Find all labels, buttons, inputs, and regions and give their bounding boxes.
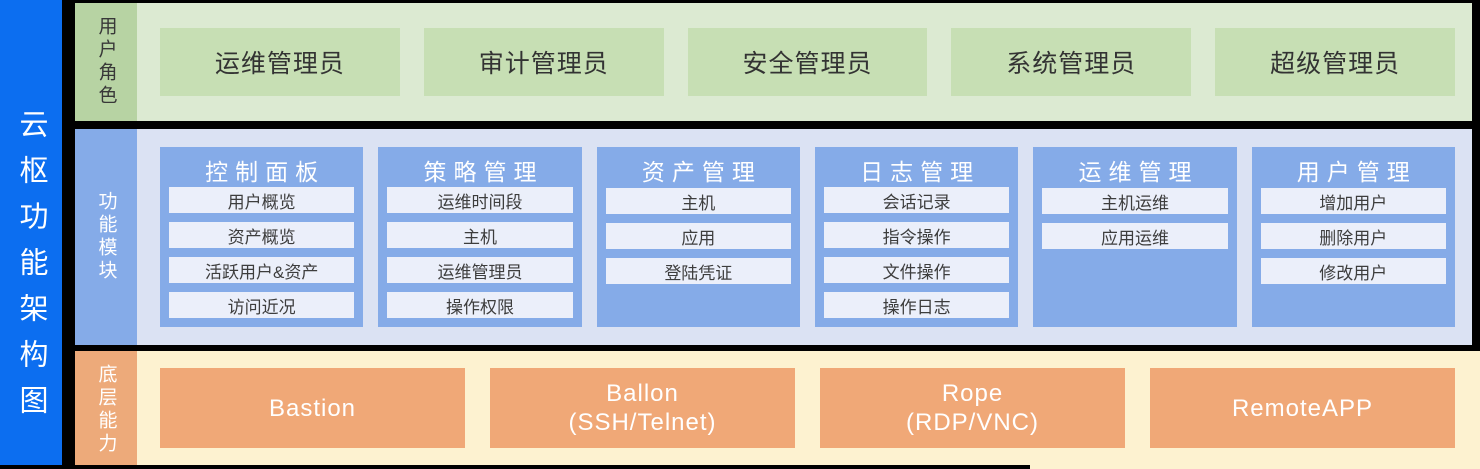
capability-box-ballon: Ballon (SSH/Telnet) — [490, 368, 795, 448]
capability-box-bastion: Bastion — [160, 368, 465, 448]
function-modules-row: 功能模块 控制面板 用户概览 资产概览 活跃用户&资产 访问近况 策略管理 运维… — [75, 129, 1472, 345]
capability-name: Ballon — [606, 380, 679, 407]
base-capabilities-content: Bastion Ballon (SSH/Telnet) Rope (RDP/VN… — [160, 351, 1455, 469]
module-title: 运维管理 — [1078, 159, 1199, 185]
module-item: 指令操作 — [823, 222, 1010, 248]
module-title: 日志管理 — [860, 158, 981, 185]
module-title: 资产管理 — [641, 159, 762, 185]
capability-protocol: (RDP/VNC) — [906, 409, 1039, 436]
base-capabilities-label: 底层能力 — [75, 351, 137, 469]
module-item: 资产概览 — [169, 222, 355, 248]
user-roles-label-text: 用户角色 — [95, 16, 117, 108]
module-item: 主机 — [605, 188, 791, 214]
module-item: 操作权限 — [387, 292, 573, 318]
module-item: 增加用户 — [1260, 188, 1446, 214]
capability-protocol: (SSH/Telnet) — [568, 409, 717, 436]
capability-name: RemoteAPP — [1231, 394, 1374, 422]
function-modules-label-text: 功能模块 — [95, 191, 117, 283]
module-column-asset-mgmt: 资产管理 主机 应用 登陆凭证 — [596, 147, 800, 327]
role-box-system-admin: 系统管理员 — [951, 28, 1192, 96]
module-item: 修改用户 — [1260, 258, 1446, 284]
module-column-control-panel: 控制面板 用户概览 资产概览 活跃用户&资产 访问近况 — [160, 147, 364, 327]
role-box-audit-admin: 审计管理员 — [423, 28, 664, 96]
module-item: 应用运维 — [1042, 223, 1228, 249]
base-capabilities-label-text: 底层能力 — [95, 364, 117, 456]
module-item: 删除用户 — [1260, 223, 1446, 249]
module-item: 操作日志 — [823, 292, 1010, 318]
module-item: 应用 — [605, 223, 791, 249]
function-modules-content: 控制面板 用户概览 资产概览 活跃用户&资产 访问近况 策略管理 运维时间段 主… — [160, 129, 1455, 345]
user-roles-row: 用户角色 运维管理员 审计管理员 安全管理员 系统管理员 超级管理员 — [75, 3, 1472, 121]
module-item: 主机 — [387, 222, 573, 248]
module-column-policy-mgmt: 策略管理 运维时间段 主机 运维管理员 操作权限 — [378, 147, 582, 327]
module-item: 主机运维 — [1042, 188, 1228, 214]
capability-name: Bastion — [268, 394, 357, 422]
module-title: 用户管理 — [1296, 159, 1417, 185]
capability-box-remoteapp: RemoteAPP — [1150, 368, 1455, 448]
module-item: 运维管理员 — [387, 257, 573, 283]
module-column-log-mgmt: 日志管理 会话记录 指令操作 文件操作 操作日志 — [814, 147, 1019, 327]
base-capabilities-row: 底层能力 Bastion Ballon (SSH/Telnet) Rope (R… — [75, 351, 1480, 469]
bottom-border-strip — [0, 465, 1030, 469]
role-box-ops-admin: 运维管理员 — [160, 28, 400, 96]
module-column-ops-mgmt: 运维管理 主机运维 应用运维 — [1033, 147, 1237, 327]
user-roles-content: 运维管理员 审计管理员 安全管理员 系统管理员 超级管理员 — [160, 3, 1455, 121]
module-item: 会话记录 — [823, 187, 1010, 213]
module-title: 控制面板 — [205, 158, 326, 185]
module-item: 运维时间段 — [387, 187, 573, 213]
diagram-title: 云枢功能架构图 — [15, 108, 47, 431]
role-box-security-admin: 安全管理员 — [687, 28, 928, 96]
diagram-title-bar: 云枢功能架构图 — [0, 0, 62, 465]
module-item: 用户概览 — [169, 187, 355, 213]
capability-name: Rope — [941, 380, 1004, 407]
module-title: 策略管理 — [423, 158, 544, 185]
user-roles-label: 用户角色 — [75, 3, 137, 121]
role-box-super-admin: 超级管理员 — [1215, 28, 1455, 96]
module-item: 访问近况 — [169, 292, 355, 318]
function-modules-label: 功能模块 — [75, 129, 137, 345]
module-item: 活跃用户&资产 — [169, 257, 355, 283]
capability-box-rope: Rope (RDP/VNC) — [820, 368, 1125, 448]
module-item: 文件操作 — [823, 257, 1010, 283]
module-column-user-mgmt: 用户管理 增加用户 删除用户 修改用户 — [1251, 147, 1455, 327]
module-item: 登陆凭证 — [605, 258, 791, 284]
